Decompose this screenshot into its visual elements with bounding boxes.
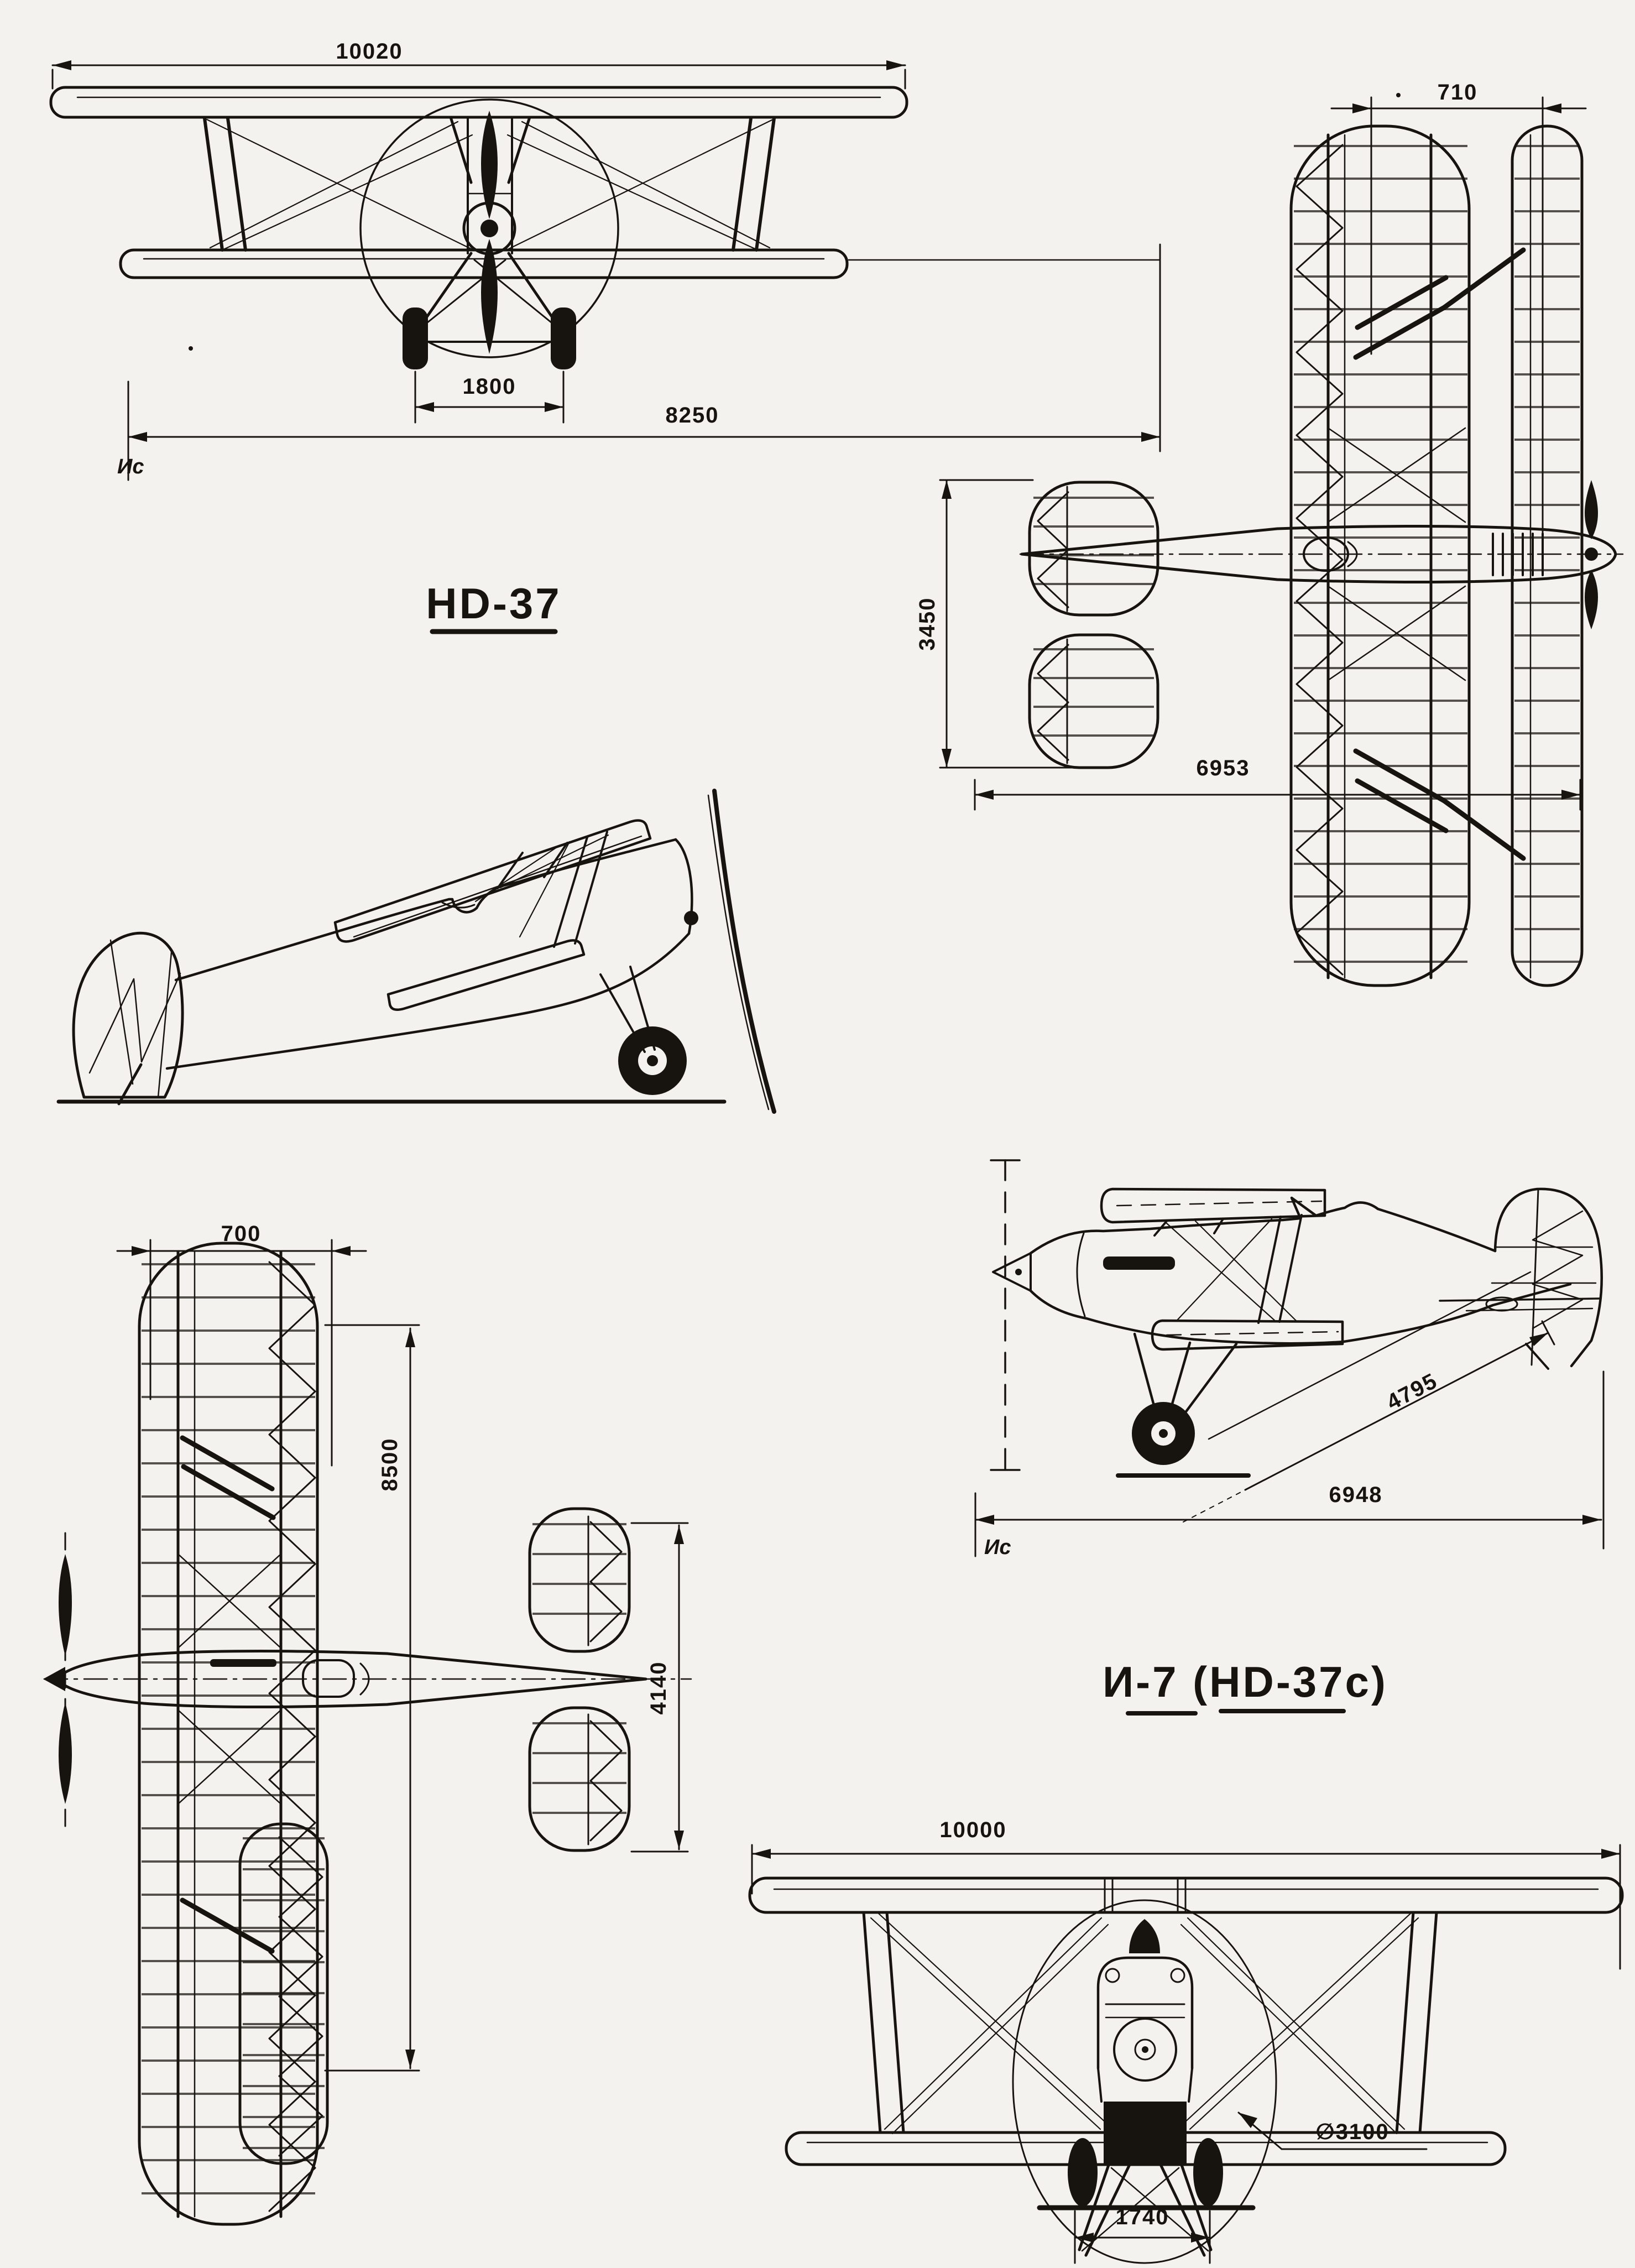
dim-hd37-tail-arm: 6953 — [1197, 756, 1250, 780]
cockpit-opening — [1303, 536, 1349, 572]
spinner — [992, 1252, 1032, 1292]
dim-hd37-stagger: 710 — [1438, 80, 1478, 105]
centerline-mark-hd37: Ис — [117, 455, 144, 478]
propeller-blades — [481, 111, 498, 219]
i7-title: И-7 (HD-37c) — [1103, 1657, 1388, 1706]
dim-i7-prop-diameter: ∅3100 — [1315, 2120, 1389, 2144]
right-wheel — [1193, 2138, 1223, 2207]
left-wheel — [1068, 2138, 1098, 2207]
left-wheel — [403, 307, 428, 369]
propeller-disc — [1012, 1899, 1277, 2264]
engine-front — [462, 201, 516, 256]
cockpit-opening — [302, 1659, 355, 1698]
propeller-disc — [359, 98, 619, 358]
dim-i7-wheel-track: 1740 — [1116, 2205, 1169, 2229]
dim-i7-span: 10000 — [939, 1818, 1006, 1842]
dim-hd37-length-ref: 8250 — [666, 403, 719, 427]
spinner — [43, 1667, 65, 1691]
dim-i7-length: 6948 — [1329, 1483, 1383, 1507]
scan-speck — [1396, 93, 1401, 97]
i7-side-view: 4795 6948 Ис — [974, 1159, 1605, 1559]
dim-i7-diagonal: 4795 — [1383, 1369, 1441, 1415]
i7-top-view: 700 — [43, 1222, 692, 2226]
dim-hd37-upper-span: 10020 — [336, 39, 403, 64]
right-wheel — [551, 307, 576, 369]
propeller-hub — [1113, 2017, 1177, 2082]
hd37-title-block: HD-37 — [426, 579, 561, 634]
propeller-blades — [59, 1554, 72, 1656]
propeller-blade — [712, 789, 776, 1114]
hd37-front-view: 10020 — [49, 39, 1161, 481]
i7-title-block: И-7 (HD-37c) — [1103, 1657, 1388, 1716]
centerline-mark-i7: Ис — [984, 1536, 1011, 1559]
i7-front-view: 10000 — [748, 1818, 1624, 2264]
hd37-title: HD-37 — [426, 579, 561, 628]
dim-i7-tail-span: 4140 — [646, 1661, 671, 1715]
scan-speck — [189, 346, 193, 351]
propeller-blades — [1585, 480, 1598, 539]
spinner — [1129, 1919, 1160, 1953]
dim-i7-half-span: 8500 — [378, 1438, 402, 1492]
hd37-side-view — [56, 789, 776, 1114]
engine-block — [1104, 2102, 1187, 2163]
dim-hd37-wheel-track: 1800 — [463, 374, 516, 399]
hd37-top-view: 710 — [915, 80, 1624, 987]
dim-hd37-tail-span: 3450 — [915, 597, 939, 651]
